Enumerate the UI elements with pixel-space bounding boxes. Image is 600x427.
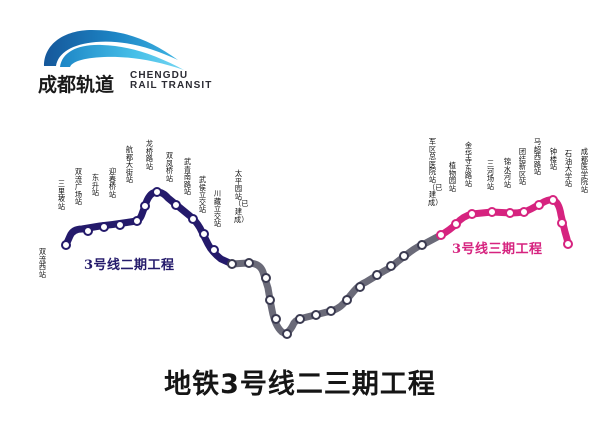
line-paths (61, 187, 573, 339)
line-segment-existing (228, 231, 445, 337)
station-label-zhonglou: 钟楼站 (549, 147, 558, 172)
station-label-zhiwuyuan: 植物园站 (448, 161, 457, 193)
station-label-shuangliuxi: 双流西站 (38, 247, 47, 279)
station-label-shiyoudaxue: 石油大学站 (564, 149, 573, 189)
logo-english-name: CHENGDU RAIL TRANSIT (130, 71, 212, 91)
logo-english-line1: CHENGDU (130, 70, 189, 81)
wave-swoosh-icon (38, 26, 198, 74)
station-label-sanhechang: 三河场站 (486, 159, 495, 191)
logo-chinese-name: 成都轨道 (38, 74, 115, 96)
station-label-dongsheng: 东升站 (91, 173, 100, 198)
logo-wordmark: 成都轨道 CHENGDU RAIL TRANSIT (38, 70, 228, 104)
station-label-machaoxilu: 马超西路站 (533, 137, 542, 177)
segment-label-phase3: 3号线三期工程 (452, 242, 543, 257)
chengdu-rail-transit-logo: 成都轨道 CHENGDU RAIL TRANSIT (38, 26, 228, 106)
station-label-wuhoulijiao: 武侯立交站 (198, 175, 207, 215)
segment-label-phase2: 3号线二期工程 (84, 258, 175, 273)
station-label-tuanjiexinqu: 团结新区站 (518, 147, 527, 187)
station-label-wuqingnanlu: 武青南路站 (183, 157, 192, 197)
station-label-shuangfengqiao: 双凤桥站 (165, 151, 174, 183)
station-label-sanlipo: 三里坡站 (57, 179, 66, 211)
station-label-longqiaolu: 龙桥路站 (145, 139, 154, 171)
station-label-handudajie: 航都大街站 (125, 145, 134, 185)
station-label-junquzongyiyuan: 军区总医院站（已建成） (428, 137, 443, 207)
poster-title: 地铁3号线二三期工程 (164, 369, 436, 400)
station-dots-phase2 (61, 187, 219, 255)
station-label-jinhuasidonglu: 金华寺东路站 (464, 141, 473, 188)
metro-line-diagram: 双流西站 三里坡站 双流广场站 东升站 迎春桥站 航都大街站 龙桥路站 双凤桥站… (0, 120, 600, 360)
station-dots-existing (227, 240, 427, 339)
station-label-chuanzanglijiao: 川藏立交站 (213, 189, 222, 229)
station-label-chengduyixueyuan: 成都医学院站 (580, 147, 589, 194)
station-label-shuangliuguangchang: 双流广场站 (74, 167, 83, 207)
logo-english-line2: RAIL TRANSIT (130, 80, 213, 91)
station-dots-phase3 (436, 195, 573, 249)
station-label-yingchunqiao: 迎春桥站 (108, 167, 117, 199)
station-label-jinshuihe: 锦水河站 (503, 157, 512, 189)
station-label-taipingyuan: 太平园站（已建成） (234, 169, 249, 224)
